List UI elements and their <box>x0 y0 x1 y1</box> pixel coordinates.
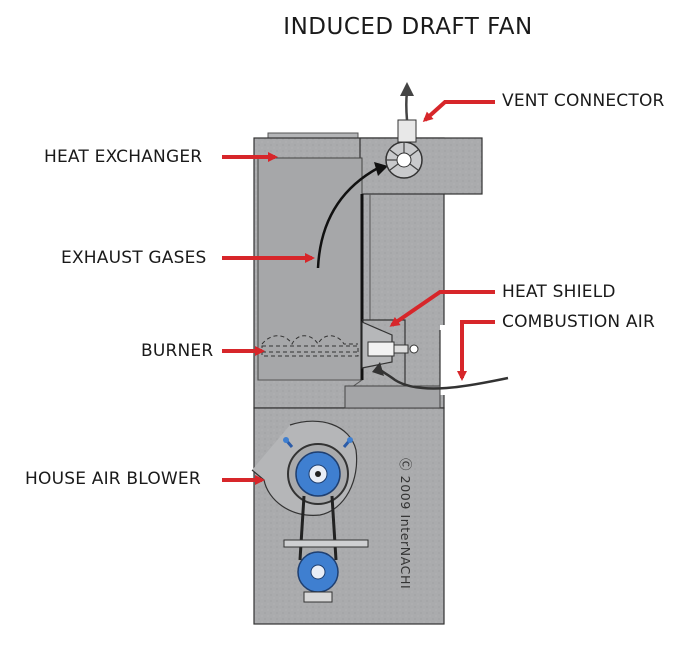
label-house-air-blower: HOUSE AIR BLOWER <box>25 469 201 489</box>
label-vent-connector: VENT CONNECTOR <box>502 91 665 111</box>
blower-motor <box>283 495 369 603</box>
exhaust-gas-flow <box>316 162 388 269</box>
label-burner: BURNER <box>141 341 214 361</box>
combustion-air-arrow <box>457 320 495 381</box>
label-combustion-air: COMBUSTION AIR <box>502 312 655 332</box>
induced-draft-fan <box>385 119 423 179</box>
label-exhaust-gases: EXHAUST GASES <box>61 248 207 268</box>
combustion-air-flow <box>372 362 509 390</box>
label-heat-exchanger: HEAT EXCHANGER <box>44 147 203 167</box>
house-air-blower <box>251 420 358 516</box>
diagram-title: INDUCED DRAFT FAN <box>283 14 533 40</box>
inner-channel <box>344 194 470 409</box>
burner-nozzle <box>367 341 419 357</box>
label-heat-shield: HEAT SHIELD <box>502 282 616 302</box>
vent-outlet-arrow <box>400 82 414 121</box>
label-arrows <box>222 100 495 485</box>
copyright-notice: Ⓒ 2009 InterNACHI <box>398 458 413 590</box>
heat-shield-arrow <box>389 290 495 327</box>
vent-connector-arrow <box>422 100 495 123</box>
